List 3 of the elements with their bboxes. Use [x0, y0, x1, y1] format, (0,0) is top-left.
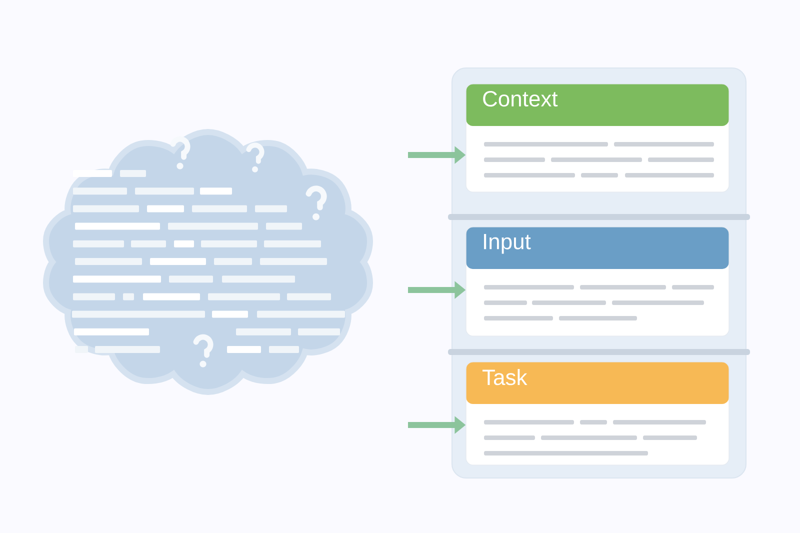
- card: Context: [466, 84, 730, 192]
- card: Input: [466, 226, 730, 336]
- card: Task: [466, 362, 730, 466]
